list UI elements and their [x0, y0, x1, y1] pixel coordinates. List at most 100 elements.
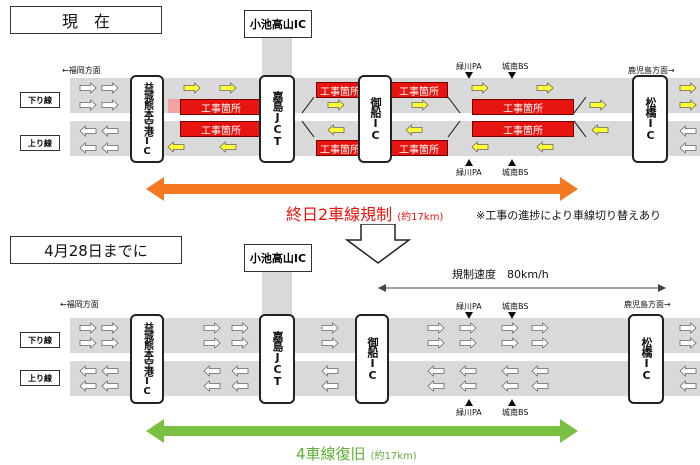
lane-arrow-icon [679, 82, 697, 94]
lane-arrow-icon [167, 141, 185, 153]
lane-arrow-icon [203, 380, 221, 392]
top-regulation-arrow [146, 177, 578, 201]
lane-arrow-icon [79, 322, 97, 334]
lane-arrow-icon [203, 337, 221, 349]
lane-arrow-icon [101, 82, 119, 94]
lane-arrow-icon [459, 380, 477, 392]
lane-arrow-icon [79, 142, 97, 154]
top-shift-line-3 [447, 96, 461, 114]
top-bs-label-up: 城南BS [502, 168, 529, 177]
lane-arrow-icon [203, 322, 221, 334]
top-title: 現 在 [61, 12, 110, 31]
lane-arrow-icon [231, 365, 249, 377]
lane-arrow-icon [79, 99, 97, 111]
bottom-node-kashima: 嘉島JCT [259, 314, 295, 404]
lane-arrow-icon [536, 141, 554, 153]
lane-arrow-icon [219, 141, 237, 153]
lane-arrow-icon [321, 365, 339, 377]
bottom-ic-ramp [262, 270, 292, 318]
lane-arrow-icon [231, 322, 249, 334]
lane-arrow-icon [321, 337, 339, 349]
lane-arrow-icon [459, 337, 477, 349]
lane-arrow-icon [501, 337, 519, 349]
lane-arrow-icon [536, 82, 554, 94]
top-regulation-sub: (約17km) [397, 212, 444, 223]
top-work-zone-7: 工事箇所 [390, 140, 448, 156]
bottom-ic-koike-label: 小池高山IC [249, 252, 307, 265]
lane-arrow-icon [531, 322, 549, 334]
lane-arrow-icon [591, 124, 609, 136]
top-title-box: 現 在 [10, 6, 162, 34]
top-pa-label-up: 緑川PA [456, 168, 482, 177]
bottom-node-matsubase: 松橋IC [628, 314, 664, 404]
lane-arrow-icon [101, 125, 119, 137]
bottom-speed-label: 規制速度 80km/h [452, 268, 549, 281]
lane-arrow-icon [501, 380, 519, 392]
lane-arrow-icon [679, 142, 697, 154]
top-arrows-layer [79, 72, 697, 201]
lane-arrow-icon [459, 322, 477, 334]
lane-arrow-icon [471, 141, 489, 153]
bottom-node-mashiki: 益城熊本空港IC [130, 314, 164, 404]
bottom-bs-label-up: 城南BS [502, 408, 529, 417]
top-shift-line-4 [573, 96, 587, 114]
bottom-restore-arrow [146, 419, 578, 443]
lane-arrow-icon [321, 380, 339, 392]
lane-arrow-icon [679, 322, 697, 334]
bottom-bs-marker-down [508, 312, 516, 319]
top-work-zone-4: 工事箇所 [472, 99, 574, 115]
top-shift-line-6 [447, 120, 461, 138]
lane-arrow-icon [79, 365, 97, 377]
lane-arrow-icon [327, 124, 345, 136]
lane-arrow-icon [427, 322, 445, 334]
top-shift-line-1 [301, 96, 315, 114]
bottom-ic-koike-box: 小池高山IC [244, 244, 312, 272]
bottom-pa-marker-up [465, 399, 473, 406]
top-bs-label: 城南BS [502, 62, 529, 71]
lane-arrow-icon [589, 99, 607, 111]
top-dir-left: ←福岡方面 [62, 66, 101, 75]
top-regulation-caption: 終日2車線規制 (約17km) [286, 201, 443, 225]
lane-arrow-icon [679, 99, 697, 111]
top-pa-marker-down [465, 72, 473, 79]
lane-arrow-icon [679, 365, 697, 377]
top-node-kashima: 嘉島JCT [259, 75, 295, 163]
bottom-dir-right: 鹿児島方面→ [624, 300, 671, 309]
top-pa-marker-up [465, 159, 473, 166]
top-shift-line-7 [573, 120, 587, 138]
lane-arrow-icon [101, 99, 119, 111]
top-node-matsubase: 松橋IC [632, 75, 668, 163]
top-regulation-main: 終日2車線規制 [286, 205, 393, 224]
lane-arrow-icon [101, 142, 119, 154]
lane-arrow-icon [531, 365, 549, 377]
bottom-dir-left: ←福岡方面 [60, 300, 99, 309]
lane-arrow-icon [405, 124, 423, 136]
lane-arrow-icon [427, 365, 445, 377]
top-shift-line-5 [301, 120, 315, 138]
transition-arrow [345, 224, 411, 264]
lane-arrow-icon [501, 365, 519, 377]
lane-arrow-icon [101, 380, 119, 392]
bottom-title: 4月28日までに [44, 241, 148, 260]
lane-arrow-icon [471, 82, 489, 94]
top-work-pink [168, 99, 180, 113]
bottom-lane-up-label: 上り線 [20, 370, 60, 386]
top-ic-koike-box: 小池高山IC [244, 10, 312, 38]
lane-arrow-icon [231, 380, 249, 392]
lane-arrow-icon [679, 380, 697, 392]
lane-arrow-icon [531, 337, 549, 349]
top-ic-koike-label: 小池高山IC [249, 18, 307, 31]
lane-arrow-icon [411, 99, 429, 111]
lane-arrow-icon [679, 337, 697, 349]
bottom-pa-label-up: 緑川PA [456, 408, 482, 417]
top-node-mifune: 御船IC [358, 75, 392, 163]
top-node-mashiki: 益城熊本空港IC [130, 75, 164, 163]
lane-arrow-icon [79, 337, 97, 349]
lane-arrow-icon [427, 337, 445, 349]
bottom-bs-label: 城南BS [502, 302, 529, 311]
lane-arrow-icon [501, 322, 519, 334]
top-bs-marker-up [508, 159, 516, 166]
lane-arrow-icon [427, 380, 445, 392]
